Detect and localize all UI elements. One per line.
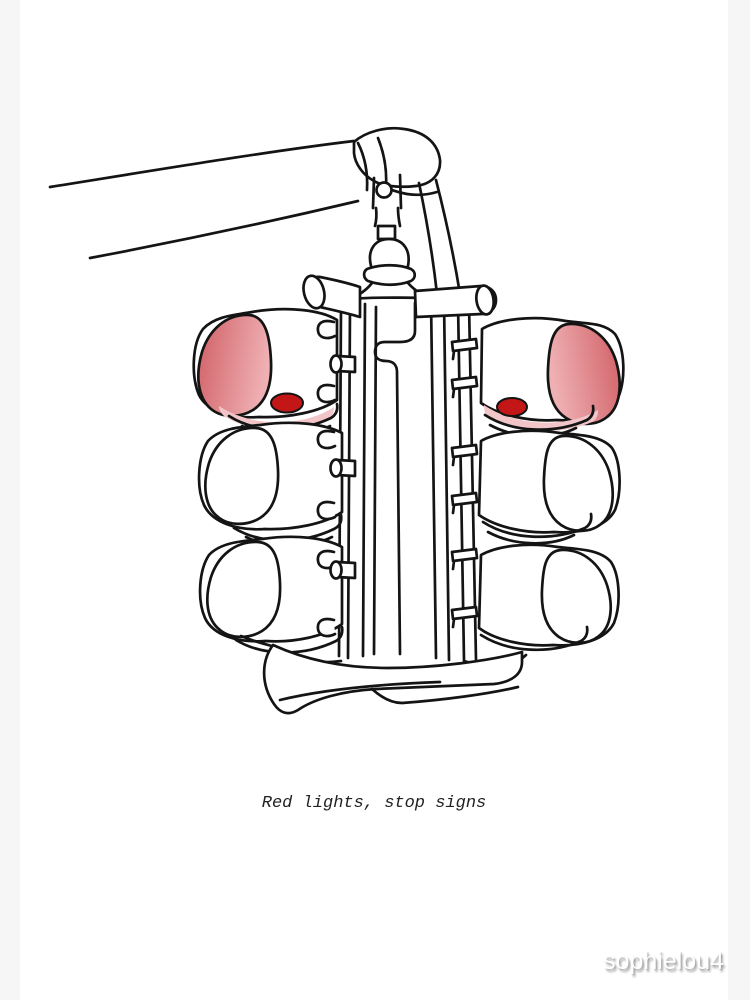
visor-middle-right bbox=[477, 429, 621, 545]
visor-bottom-right bbox=[477, 543, 620, 652]
door-hinges-right bbox=[450, 337, 479, 629]
artwork-canvas: Red lights, stop signs bbox=[20, 0, 728, 1000]
traffic-light-illustration bbox=[48, 126, 625, 715]
red-lens-right bbox=[546, 322, 622, 426]
column-bolts bbox=[329, 354, 357, 580]
mounting-arm bbox=[48, 126, 442, 260]
visor-top-left-red bbox=[192, 307, 339, 438]
hanger-collar bbox=[362, 263, 417, 287]
column-step-seam bbox=[373, 301, 417, 656]
red-bulb-left bbox=[270, 392, 304, 414]
artist-watermark: sophielou4 bbox=[603, 947, 724, 975]
power-cable bbox=[417, 178, 462, 296]
artwork-caption: Red lights, stop signs bbox=[261, 794, 487, 813]
visor-top-right-red bbox=[479, 316, 625, 438]
cross-arms bbox=[302, 274, 498, 319]
visor-bottom-left bbox=[198, 535, 344, 654]
visor-middle-left bbox=[197, 421, 344, 548]
red-bulb-right bbox=[496, 397, 528, 417]
bottom-skirt bbox=[239, 634, 524, 715]
bracket-hole bbox=[375, 181, 393, 199]
door-clips-left bbox=[316, 319, 337, 638]
